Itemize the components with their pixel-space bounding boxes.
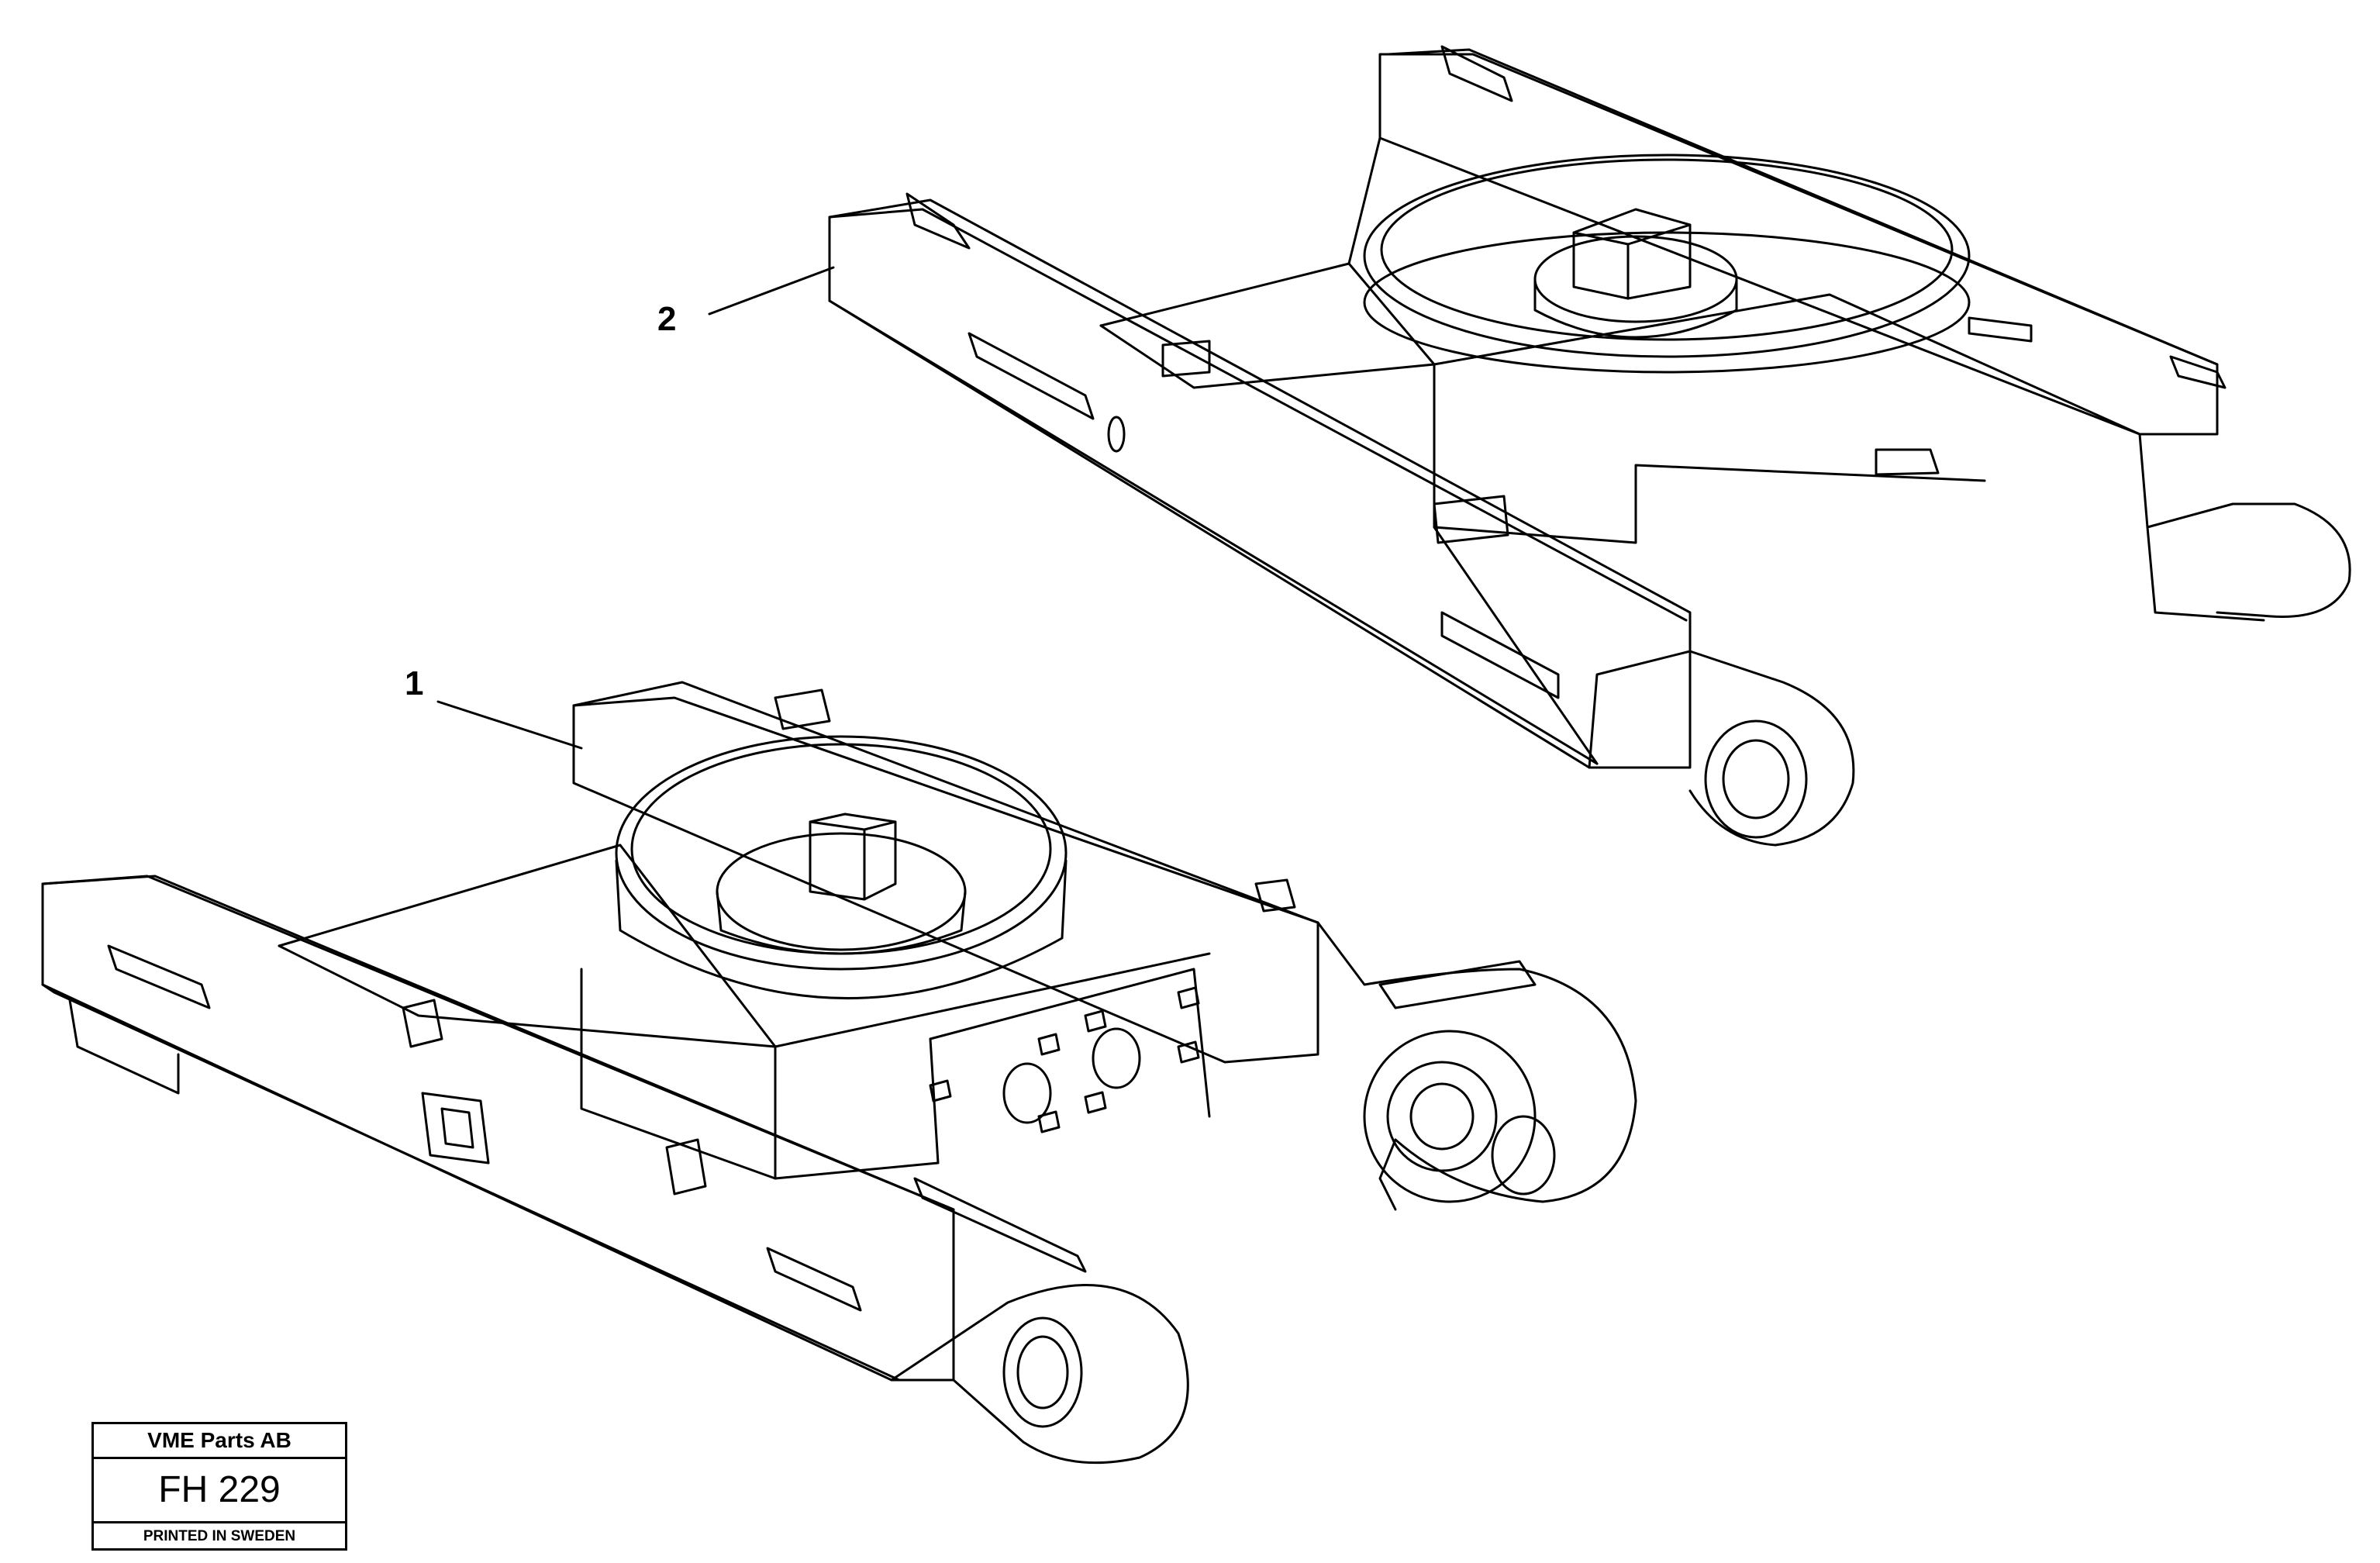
callout-part-1: 1 [405, 664, 424, 702]
stamp-company: VME Parts AB [94, 1424, 345, 1459]
stamp-code: FH 229 [94, 1459, 345, 1523]
leader-line-2 [708, 266, 835, 316]
callout-part-2: 2 [657, 300, 677, 338]
undercarriage-frame-1 [41, 681, 1637, 1465]
leader-line-1 [436, 700, 583, 750]
stamp-printed: PRINTED IN SWEDEN [143, 1528, 296, 1544]
title-stamp: VME Parts AB FH 229 PRINTED IN SWEDEN [91, 1422, 347, 1551]
undercarriage-frame-2 [828, 45, 2351, 847]
